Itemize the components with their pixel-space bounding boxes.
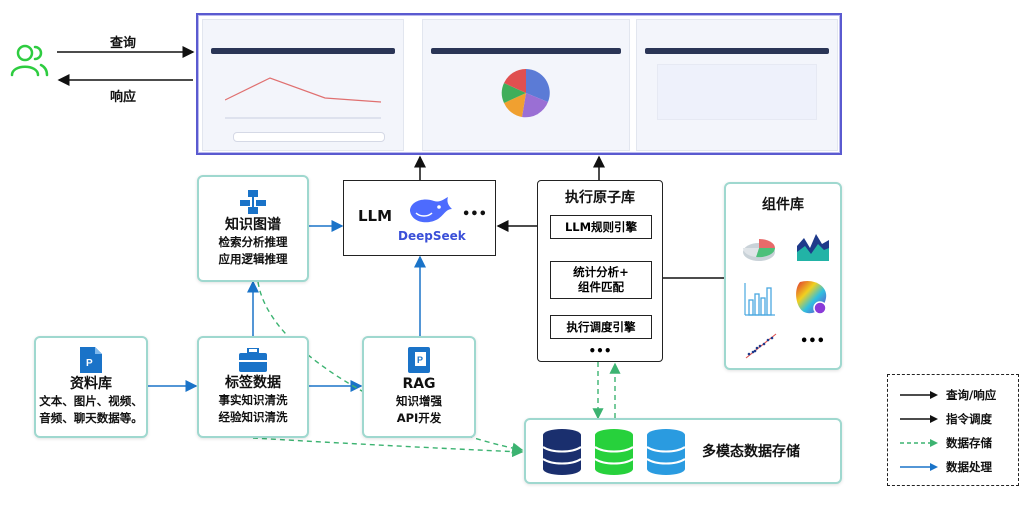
svg-text:P: P <box>417 355 423 365</box>
rag-line1: 知识增强 <box>396 394 442 408</box>
stat-match-engine: 统计分析+ 组件匹配 <box>550 261 652 299</box>
source-library-title: 资料库 <box>70 376 112 392</box>
kg-storage-dashed <box>257 281 524 454</box>
legend-data-processing: 数据处理 <box>900 459 992 475</box>
svg-text:P: P <box>86 358 93 369</box>
atom-library-more: ••• <box>588 344 612 358</box>
stat-line1: 统计分析+ <box>573 265 629 279</box>
rag-box: P RAG 知识增强 API开发 <box>362 336 476 438</box>
tag-data-box: 标签数据 事实知识清洗 经验知识清洗 <box>197 336 309 438</box>
response-label: 响应 <box>110 90 137 105</box>
legend-label-data-storage: 数据存储 <box>946 436 992 450</box>
database-navy-icon <box>542 429 582 475</box>
black-arrow-icon <box>900 415 938 423</box>
multimodal-storage-title: 多模态数据存储 <box>702 444 800 460</box>
schedule-engine: 执行调度引擎 <box>550 315 652 339</box>
deepseek-whale-icon <box>410 197 452 223</box>
rag-title: RAG <box>402 376 436 392</box>
deepseek-label: DeepSeek <box>398 229 466 243</box>
component-library-more: ••• <box>800 334 825 349</box>
stat-line2: 组件匹配 <box>578 280 624 294</box>
tag-data-line1: 事实知识清洗 <box>218 393 288 407</box>
mini-pie-chart-icon <box>501 68 550 118</box>
tag-data-title: 标签数据 <box>225 375 281 391</box>
legend-label-command-dispatch: 指令调度 <box>946 412 992 426</box>
component-library-title: 组件库 <box>762 197 804 213</box>
pie-3d-icon <box>742 239 776 261</box>
blue-arrow-icon <box>900 463 938 471</box>
knowledge-graph-line2: 应用逻辑推理 <box>218 251 288 266</box>
atom-library-title: 执行原子库 <box>565 190 635 206</box>
llm-more: ••• <box>462 207 487 222</box>
bar-chart-icon <box>744 283 775 316</box>
llm-title: LLM <box>358 207 393 225</box>
green-dashed-arrow-icon <box>900 439 938 447</box>
mini-line-chart-icon <box>225 77 381 119</box>
ui-screenshot-scatter <box>636 19 838 151</box>
area-chart-icon <box>797 234 829 261</box>
legend-command-dispatch: 指令调度 <box>900 411 992 427</box>
knowledge-graph-title: 知识图谱 <box>225 216 281 233</box>
knowledge-graph-box: 知识图谱 检索分析推理 应用逻辑推理 <box>197 175 309 282</box>
heatmap-icon <box>796 280 827 315</box>
legend-label-data-processing: 数据处理 <box>946 460 992 474</box>
mini-scatter-plot <box>657 64 817 120</box>
tag-data-line2: 经验知识清洗 <box>218 410 288 424</box>
source-library-box: P 资料库 文本、图片、视频、 音频、聊天数据等。 <box>34 336 148 438</box>
user-group-icon <box>10 44 49 77</box>
ui-screenshot-pie <box>422 19 630 151</box>
knowledge-graph-line1: 检索分析推理 <box>218 234 288 249</box>
component-library-box: 组件库 ••• <box>724 182 842 370</box>
document-icon: P <box>80 347 102 373</box>
black-arrow-icon <box>900 391 938 399</box>
llm-box: LLM DeepSeek ••• <box>343 180 496 256</box>
legend-query-response: 查询/响应 <box>900 387 996 403</box>
scatter-icon <box>745 333 777 359</box>
rag-document-icon: P <box>408 347 430 373</box>
database-blue-icon <box>646 429 686 475</box>
legend-data-storage: 数据存储 <box>900 435 992 451</box>
legend-box: 查询/响应 指令调度 数据存储 数据处理 <box>887 374 1019 486</box>
legend-label-query-response: 查询/响应 <box>946 388 997 402</box>
tag-storage-dashed <box>252 437 524 458</box>
knowledge-graph-icon <box>240 189 266 214</box>
source-library-line2: 音频、聊天数据等。 <box>39 411 143 425</box>
source-library-line1: 文本、图片、视频、 <box>39 394 143 408</box>
rag-line2: API开发 <box>396 411 442 425</box>
toolbox-icon <box>239 348 267 372</box>
atom-library-box: 执行原子库 LLM规则引擎 统计分析+ 组件匹配 执行调度引擎 ••• <box>537 180 663 362</box>
ui-preview-frame <box>196 13 842 155</box>
query-label: 查询 <box>110 36 137 51</box>
multimodal-storage-box: 多模态数据存储 <box>524 418 842 484</box>
llm-rule-engine: LLM规则引擎 <box>550 215 652 239</box>
ui-screenshot-line <box>202 19 404 151</box>
database-green-icon <box>594 429 634 475</box>
